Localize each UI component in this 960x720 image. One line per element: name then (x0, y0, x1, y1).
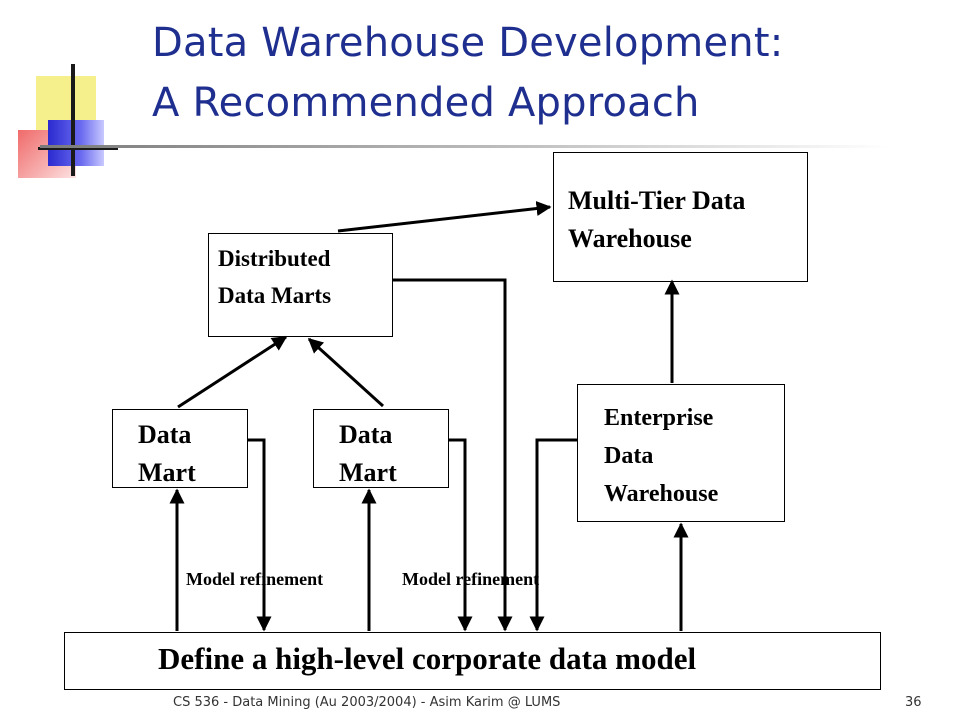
slide-page-number: 36 (905, 695, 922, 710)
decor-horizontal-line (38, 147, 118, 150)
arrow-distributed-to-multitier (337, 201, 552, 233)
corporate-data-model-box (64, 632, 881, 690)
enterprise-warehouse-box (577, 384, 785, 522)
distributed-data-marts-box (208, 233, 393, 337)
arrow-enterprise-to-model (529, 438, 577, 632)
decor-blue-square (48, 120, 104, 166)
multi-tier-warehouse-box (553, 152, 808, 282)
data-mart-1-label: Data Mart (138, 420, 196, 487)
distributed-data-marts-label: Distributed Data Marts (218, 246, 332, 308)
arrow-mart1-to-distributed (177, 335, 288, 409)
arrow-mart2-to-distributed (307, 337, 385, 408)
model-refinement-label-2: Model refinement (402, 569, 540, 589)
arrow-distributed-to-model (393, 278, 513, 632)
slide-title-line2: A Recommended Approach (152, 80, 700, 126)
slide-title-line1: Data Warehouse Development: (152, 20, 784, 66)
data-mart-2-label: Data Mart (339, 420, 397, 487)
enterprise-warehouse-label: Enterprise Data Warehouse (604, 405, 719, 507)
model-refinement-label-1: Model refinement (186, 569, 324, 589)
decor-vertical-line (71, 64, 75, 176)
title-rule (40, 145, 890, 148)
arrow-mart2-refinement (449, 438, 473, 632)
corporate-data-model-label: Define a high-level corporate data model (158, 641, 697, 676)
slide-footer: CS 536 - Data Mining (Au 2003/2004) - As… (173, 695, 561, 710)
data-mart-1-box (112, 409, 248, 488)
multi-tier-warehouse-label: Multi-Tier Data Warehouse (568, 186, 746, 253)
data-mart-2-box (313, 409, 449, 488)
arrow-mart1-refinement (248, 438, 272, 632)
